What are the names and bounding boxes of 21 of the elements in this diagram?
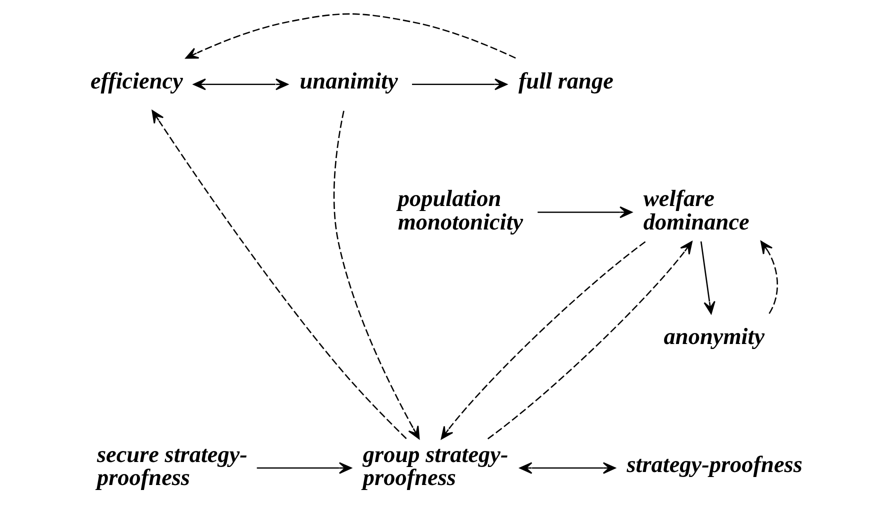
node-text: efficiency: [90, 68, 182, 94]
arrow: [256, 462, 352, 474]
arrow: [192, 78, 288, 90]
node-text: anonymity: [663, 324, 764, 350]
arrow: [760, 240, 778, 314]
node-text: group strategy-proofness: [362, 442, 508, 492]
arrow: [486, 241, 692, 440]
arrow: [440, 241, 646, 440]
arrow: [184, 13, 516, 59]
node-text: strategy-proofness: [626, 452, 802, 478]
arrow: [151, 110, 406, 440]
arrow: [332, 110, 420, 440]
node-text: secure strategy-proofness: [96, 442, 247, 492]
arrow: [537, 206, 632, 218]
node-text: welfare dominance: [642, 186, 749, 236]
arrow: [518, 462, 616, 474]
arrow: [700, 241, 715, 314]
node-text: unanimity: [299, 68, 398, 94]
node-text: population monotonicity: [397, 186, 523, 236]
arrow: [412, 78, 507, 90]
node-text: full range: [518, 68, 613, 94]
